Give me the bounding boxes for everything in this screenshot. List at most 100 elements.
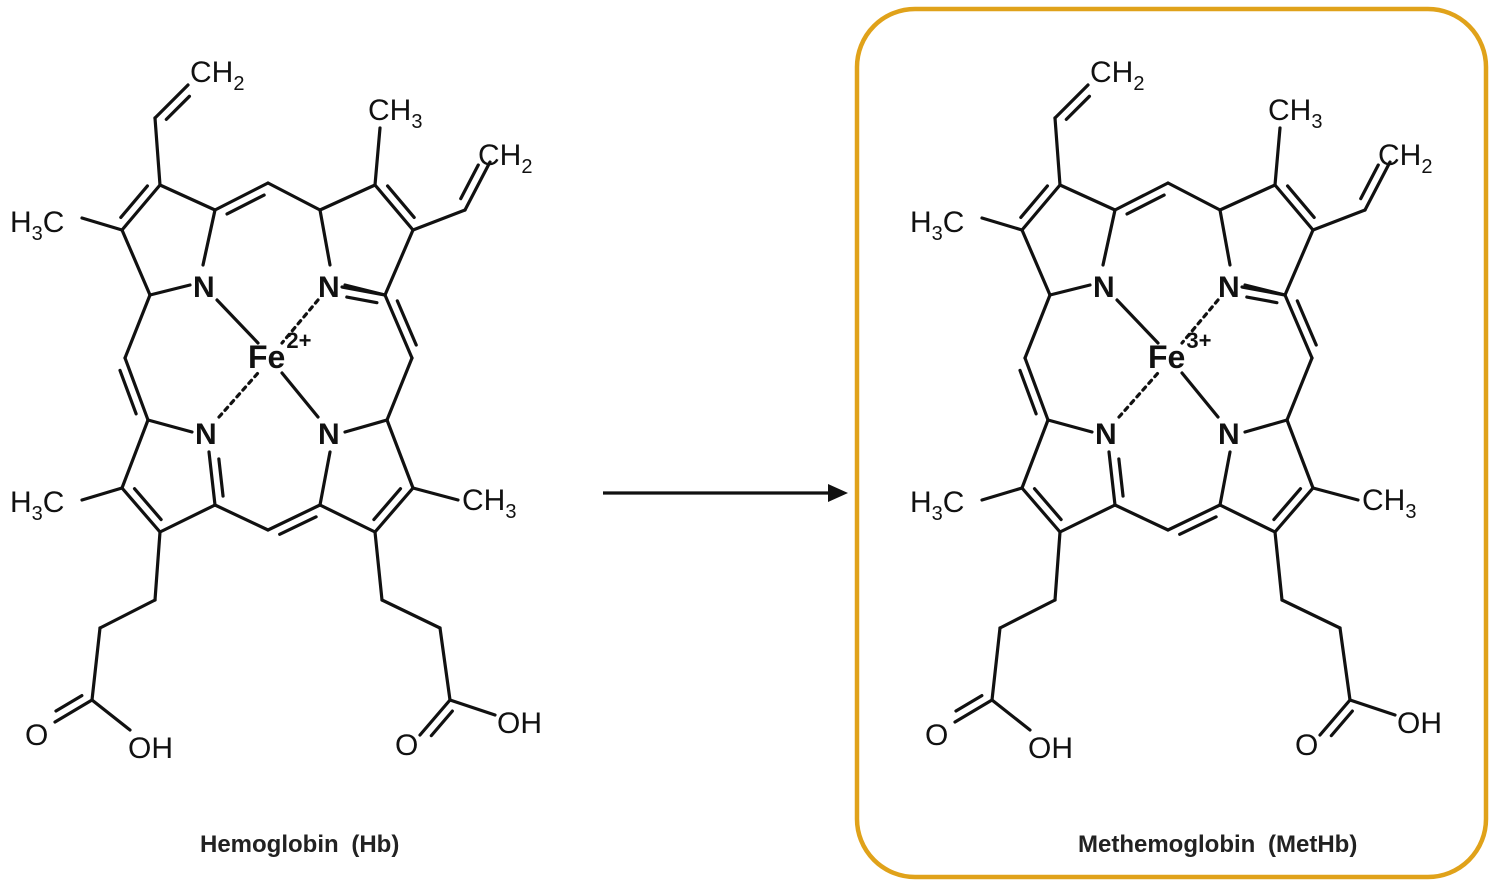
bond [1064, 94, 1092, 122]
bond [1125, 193, 1166, 216]
bond [418, 698, 452, 737]
hydroxyl-label: OH [1397, 707, 1442, 740]
methyl-h3c-upper: H3C [910, 206, 964, 245]
vinyl-ch2-right: CH2 [478, 139, 532, 178]
bond [383, 228, 415, 297]
bond [153, 530, 162, 602]
carbonyl-oxygen-left: O [25, 719, 48, 752]
bond [1311, 486, 1360, 502]
bond [1218, 503, 1277, 534]
bond [1180, 371, 1220, 419]
bond [217, 457, 225, 498]
group-subscript: 2 [1421, 156, 1432, 178]
bond [340, 285, 387, 297]
nitrogen-atom: N [1095, 418, 1117, 451]
nitrogen-atom: N [1093, 271, 1115, 304]
bond [463, 160, 492, 212]
nitrogen-atom: N [318, 271, 340, 304]
bond [1338, 626, 1352, 702]
bond [1178, 515, 1218, 536]
bond [266, 181, 322, 212]
bond [1280, 598, 1342, 630]
group-text: H [910, 206, 932, 239]
bond [132, 487, 163, 522]
bond [459, 163, 480, 201]
nitrogen-atom: N [318, 418, 340, 451]
group-text: C [943, 486, 965, 519]
bond [80, 216, 124, 232]
bond [954, 693, 984, 713]
nitrogen-atom: N [1218, 418, 1240, 451]
bond [225, 193, 266, 216]
methyl-h3c-upper: H3C [10, 206, 64, 245]
nitrogen-label: N [1218, 418, 1240, 451]
bond [80, 486, 124, 502]
bond [1273, 126, 1282, 187]
bond [373, 126, 382, 187]
bond [1218, 450, 1232, 507]
bond [123, 293, 152, 360]
bond [1285, 184, 1316, 220]
bond [1240, 285, 1287, 297]
bond [998, 598, 1057, 630]
bond [1053, 83, 1090, 120]
vinyl-ch2-top: CH2 [190, 56, 244, 95]
bond [158, 503, 217, 534]
group-text: H [10, 206, 32, 239]
product-highlight-box [854, 6, 1489, 880]
bond [123, 356, 150, 422]
iron-charge: 2+ [286, 328, 311, 353]
bond [1053, 116, 1062, 187]
bond [990, 698, 1032, 732]
bond [953, 698, 994, 724]
vinyl-ch2-top: CH2 [1090, 56, 1144, 95]
group-subscript: 3 [932, 223, 943, 245]
bond [120, 183, 162, 232]
bond [1113, 181, 1170, 212]
bond [318, 208, 332, 267]
group-text: CH [190, 56, 233, 89]
nitrogen-atom: N [1218, 271, 1240, 304]
bond [1115, 298, 1160, 345]
bond [1058, 503, 1117, 534]
iron-charge: 3+ [1186, 328, 1211, 353]
bond [1311, 208, 1367, 232]
bond [1020, 183, 1062, 232]
hydroxyl-label: OH [1028, 732, 1073, 765]
bond [318, 503, 377, 534]
bond [215, 298, 260, 345]
oxygen-label: O [395, 729, 418, 762]
group-text: H [910, 486, 932, 519]
group-text: C [43, 206, 65, 239]
bond [1166, 181, 1222, 212]
group-text: C [43, 486, 65, 519]
nitrogen-label: N [1095, 418, 1117, 451]
hydroxyl-right: OH [1397, 707, 1442, 740]
group-text: CH [478, 139, 521, 172]
group-subscript: 3 [505, 501, 516, 523]
hydroxyl-right: OH [497, 707, 542, 740]
bond [373, 183, 415, 232]
bond [1048, 283, 1092, 297]
methyl-ch3-top: CH3 [368, 94, 422, 133]
bond [385, 356, 414, 422]
bond [411, 208, 467, 232]
bond [373, 486, 415, 534]
bond [213, 503, 270, 532]
methemoglobin-abbr: (MetHb) [1268, 831, 1357, 858]
bond [1018, 368, 1038, 416]
iron-atom: Fe3+ [1148, 328, 1211, 375]
bond [201, 208, 217, 267]
bond [411, 486, 460, 502]
bond [345, 295, 379, 305]
bond [373, 530, 384, 602]
coordinate-bond [280, 298, 320, 345]
bond [438, 626, 452, 702]
bond [90, 698, 132, 732]
bond [1101, 208, 1117, 267]
bond [1107, 450, 1117, 507]
bond [990, 626, 1002, 702]
group-subscript: 2 [1133, 73, 1144, 95]
